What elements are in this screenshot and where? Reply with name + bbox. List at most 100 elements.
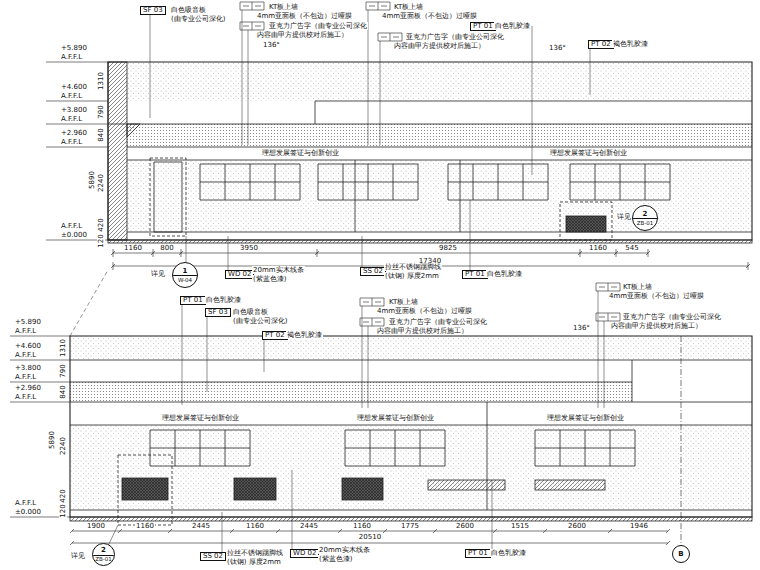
annotation-text: 白色吸音板 [170, 6, 207, 14]
dimension-text: 5890 [48, 430, 56, 450]
light-panel [535, 480, 605, 490]
callout-number: B [678, 550, 683, 558]
annotation-text: (由专业公司深化) [232, 317, 288, 325]
annotation-text: +4.600 [60, 83, 88, 91]
centered-text: 1900 [86, 522, 106, 530]
annotation-text: 内容由甲方提供校对后施工） [393, 42, 486, 50]
level-lines [46, 62, 108, 240]
annotation-text: 拉丝不锈钢踢脚线 [384, 263, 442, 271]
callout-number: 2 [101, 546, 106, 554]
display-panels [200, 164, 670, 200]
annotation-text: (钛钢) 厚度2mm [384, 272, 440, 280]
annotation-text: 20mm实木线条 [318, 546, 371, 554]
annotation-text: +2.960 [14, 384, 42, 392]
door-detail-box [150, 158, 186, 236]
centered-text: 1946 [629, 522, 649, 530]
dark-block [342, 478, 383, 500]
wall-fill [127, 160, 752, 232]
detail-box [560, 202, 612, 240]
annotation-text: A.F.F.L [14, 393, 37, 401]
material-tag: PT 01 [470, 22, 496, 31]
sheet-number: W-04 [178, 277, 192, 284]
annotation-text: +5.890 [14, 318, 42, 326]
annotation-text: (紫蓝色漆) [318, 555, 353, 563]
annotation-text: KT板上墙 [622, 283, 653, 291]
material-tag: PT 01 [465, 549, 491, 558]
dimension-text: 840 [97, 127, 105, 142]
dimension-text: 420 [97, 217, 105, 232]
detail-box [118, 455, 172, 525]
centered-text: 理想发展签证与创新创业 [356, 414, 435, 422]
annotation-text: 136° [262, 41, 281, 49]
detail-callout-circle: 1W-04 [172, 262, 198, 288]
dimension-text: 5890 [88, 170, 96, 190]
annotation-text: (由专业公司深化) [170, 15, 226, 23]
centered-text: 2445 [299, 522, 319, 530]
centered-text: 1515 [510, 522, 530, 530]
annotation-text: 详见 [616, 213, 632, 221]
centered-text: 理想发展签证与创新创业 [161, 414, 240, 422]
section-line [681, 336, 682, 545]
dimension-text: 420 [59, 488, 67, 503]
annotation-text: 白色乳胶漆 [205, 296, 242, 304]
centered-text: 3950 [239, 244, 259, 252]
dark-block [234, 478, 276, 500]
centered-text: 2600 [567, 522, 587, 530]
centered-text: 1160 [352, 522, 372, 530]
centered-text: 1160 [245, 522, 265, 530]
material-tag: WD 02 [290, 549, 319, 558]
annotation-text: +3.800 [14, 364, 42, 372]
annotation-text: 20mm实木线条 [252, 266, 305, 274]
soffit-band [127, 124, 752, 147]
annotation-text: (钛钢) 厚度2mm [226, 558, 282, 566]
centered-text: 理想发展签证与创新创业 [261, 149, 340, 157]
annotation-text: A.F.F.L [60, 92, 83, 100]
dimension-text: 2240 [97, 173, 105, 193]
sheet-number: ZB-01 [95, 556, 112, 563]
annotation-text: 4mm亚面板（不包边）过哑膜 [608, 292, 705, 300]
centered-text: 理想发展签证与创新创业 [546, 414, 625, 422]
material-tag: PT 01 [462, 270, 488, 279]
centered-text: 2600 [455, 522, 475, 530]
annotation-text: 136° [548, 44, 567, 52]
annotation-text: 4mm亚面板（不包边）过哑膜 [381, 12, 478, 20]
dimension-lines [111, 249, 750, 270]
floor [108, 240, 752, 243]
centered-text: 1160 [123, 244, 143, 252]
detail-callout-circle: 2ZB-01 [92, 543, 115, 566]
detail-callout-circle: 2ZB-01 [632, 205, 658, 231]
annotation-text: ±0.000 [60, 231, 88, 239]
ceiling-fill [70, 336, 752, 360]
level-lines [10, 336, 70, 517]
tag-boxes [240, 2, 402, 41]
annotation-text: A.F.F.L [14, 499, 37, 507]
dimension-text: 2240 [59, 436, 67, 456]
wall-outline [70, 336, 752, 517]
annotation-text: A.F.F.L [60, 53, 83, 61]
annotation-text: +4.600 [14, 342, 42, 350]
leader-lines [150, 10, 590, 270]
sheet-number: ZB-01 [637, 220, 654, 227]
annotation-text: A.F.F.L [14, 373, 37, 381]
annotation-text: 白色乳胶漆 [494, 22, 531, 30]
section-mark: B [672, 545, 690, 563]
dimension-lines [70, 529, 670, 545]
centered-text: 800 [159, 244, 174, 252]
annotation-text: 详见 [70, 552, 86, 560]
dimension-text: 790 [97, 104, 105, 119]
wall-outline [108, 62, 752, 240]
callout-divider [173, 275, 197, 276]
centered-text: 1160 [588, 244, 608, 252]
annotation-text: ±0.000 [14, 508, 42, 516]
annotation-text: A.F.F.L [60, 115, 83, 123]
lower-elevation [10, 270, 752, 552]
annotation-text: KT板上墙 [393, 3, 424, 11]
dimension-text: 120 [59, 503, 67, 518]
material-tag: SF 03 [205, 308, 231, 317]
dark-block [122, 478, 168, 500]
dimension-text: 840 [59, 384, 67, 399]
annotation-text: 内容由甲方提供校对后施工） [610, 322, 703, 330]
annotation-text: 内容由甲方提供校对后施工） [376, 327, 469, 335]
annotation-text: 4mm亚面板（不包边）过哑膜 [256, 12, 353, 20]
dimension-text: 790 [59, 363, 67, 378]
